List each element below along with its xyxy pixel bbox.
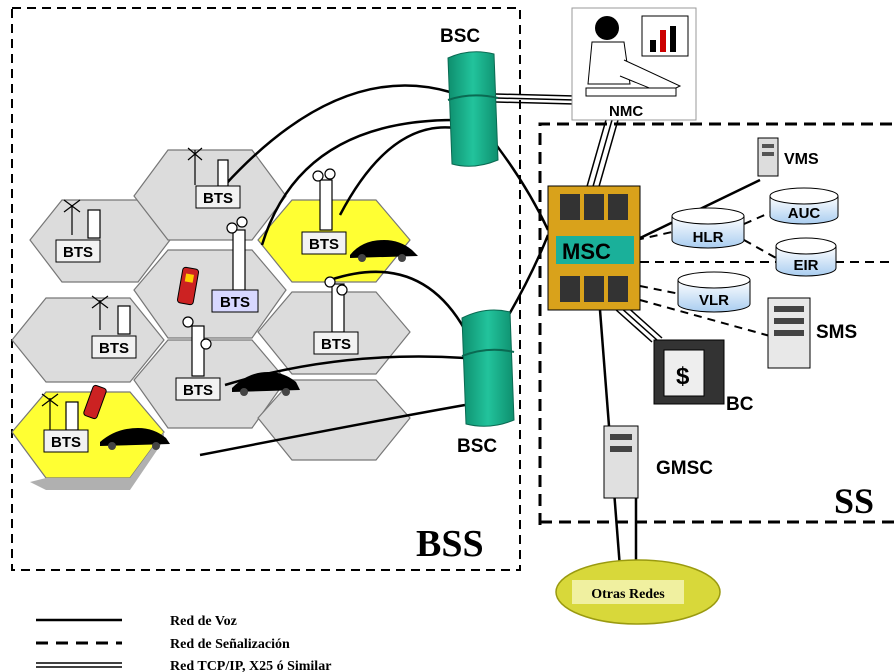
auc-label: AUC xyxy=(788,205,821,222)
bts-5: BTS xyxy=(91,335,137,359)
phone-icon xyxy=(176,266,200,306)
bss-label: BSS xyxy=(416,523,484,565)
bsc-top-label: BSC xyxy=(440,26,480,47)
bts-2: BTS xyxy=(55,239,101,263)
legend: Red de Voz Red de Señalización Red TCP/I… xyxy=(36,614,331,672)
msc-label: MSC xyxy=(562,239,611,264)
vms-server: VMS xyxy=(757,137,819,177)
hlr-label: HLR xyxy=(693,229,724,246)
auc-db: AUC xyxy=(769,187,839,225)
legend-voice-label: Red de Voz xyxy=(170,614,237,629)
car-icon xyxy=(350,240,418,262)
ss-region xyxy=(538,122,894,525)
svg-text:BTS: BTS xyxy=(321,336,351,353)
legend-tcpip-label: Red TCP/IP, X25 ó Similar xyxy=(170,659,331,672)
bts-8: BTS xyxy=(43,429,89,453)
tower-8 xyxy=(41,393,79,431)
bsc-top: BSC xyxy=(440,26,499,167)
phone-icon xyxy=(83,384,107,420)
bts-labels: BTS BTS BTS BTS BTS BTS BTS BTS xyxy=(43,185,359,453)
svg-text:BTS: BTS xyxy=(309,236,339,253)
nmc-label: NMC xyxy=(609,103,643,120)
svg-text:BTS: BTS xyxy=(51,434,81,451)
vlr-label: VLR xyxy=(699,292,729,309)
gmsc-label: GMSC xyxy=(656,458,713,479)
ss-label: SS xyxy=(834,481,874,521)
signaling-links xyxy=(635,209,777,337)
bsc-bottom: BSC xyxy=(457,309,515,457)
svg-text:BTS: BTS xyxy=(183,382,213,399)
svg-text:$: $ xyxy=(676,363,690,390)
sms-server: SMS xyxy=(767,297,857,369)
bc-safe: $ BC xyxy=(653,339,754,415)
tower-4 xyxy=(226,216,248,291)
tower-2 xyxy=(63,199,101,239)
vms-label: VMS xyxy=(784,151,819,168)
bts-4: BTS xyxy=(211,289,259,313)
bc-label: BC xyxy=(726,394,754,415)
nmc-node: NMC xyxy=(571,7,697,121)
other-networks-cloud: Otras Redes xyxy=(555,559,721,625)
vlr-db: VLR xyxy=(677,271,751,313)
car-icon xyxy=(232,372,300,396)
cell-4 xyxy=(133,249,287,339)
eir-label: EIR xyxy=(793,257,818,274)
bts-6: BTS xyxy=(313,331,359,355)
bts-1: BTS xyxy=(195,185,241,209)
bss-region xyxy=(11,7,521,571)
tower-1 xyxy=(187,147,229,187)
bsc-bottom-label: BSC xyxy=(457,436,497,457)
other-networks-label: Otras Redes xyxy=(591,587,665,602)
msc-node: MSC xyxy=(547,185,641,311)
bts-7: BTS xyxy=(175,377,221,401)
tower-3 xyxy=(312,168,336,231)
tower-5 xyxy=(91,295,131,335)
sms-label: SMS xyxy=(816,322,857,343)
car-icon xyxy=(100,428,170,450)
svg-text:BTS: BTS xyxy=(203,190,233,207)
cell-5 xyxy=(11,297,165,383)
eir-db: EIR xyxy=(775,237,837,277)
svg-text:BTS: BTS xyxy=(63,244,93,261)
legend-signaling-label: Red de Señalización xyxy=(170,637,290,652)
bts-sites xyxy=(41,147,348,431)
svg-text:BTS: BTS xyxy=(220,294,250,311)
tower-7 xyxy=(182,316,212,377)
bts-3: BTS xyxy=(301,231,347,255)
hlr-db: HLR xyxy=(671,207,745,249)
gmsc-server: GMSC xyxy=(603,425,713,499)
svg-text:BTS: BTS xyxy=(99,340,129,357)
